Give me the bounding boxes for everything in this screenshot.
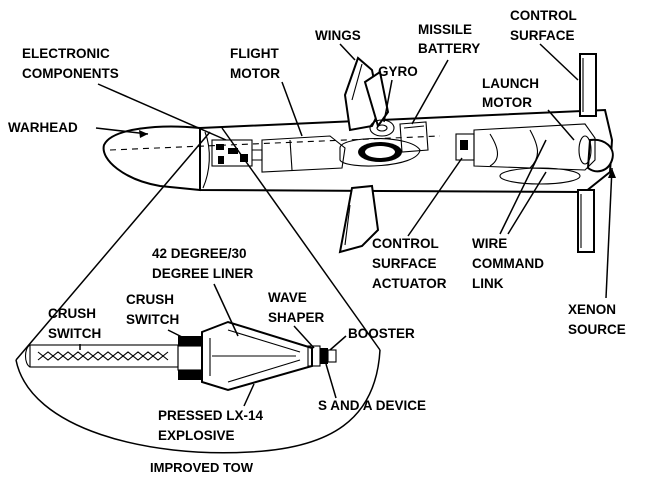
svg-text:FLIGHT: FLIGHT (230, 46, 279, 61)
label-warhead: WARHEAD (8, 120, 149, 138)
label-s-and-a-device: S AND A DEVICE (318, 363, 426, 413)
upper-wings (343, 56, 390, 132)
svg-text:WARHEAD: WARHEAD (8, 120, 78, 135)
warhead-detail (15, 320, 381, 454)
svg-text:BATTERY: BATTERY (418, 41, 480, 56)
label-gyro: GYRO (378, 64, 418, 123)
label-control-surface-actuator: CONTROL SURFACE ACTUATOR (372, 157, 463, 291)
svg-text:BOOSTER: BOOSTER (348, 326, 415, 341)
svg-text:WAVE: WAVE (268, 290, 307, 305)
svg-text:LINK: LINK (472, 276, 504, 291)
central-pod (339, 138, 421, 167)
label-wave-shaper: WAVE SHAPER (268, 290, 325, 349)
svg-text:XENON: XENON (568, 302, 616, 317)
svg-text:MOTOR: MOTOR (482, 95, 532, 110)
svg-text:DEGREE LINER: DEGREE LINER (152, 266, 254, 281)
svg-text:PRESSED LX-14: PRESSED LX-14 (158, 408, 264, 423)
svg-text:42 DEGREE/30: 42 DEGREE/30 (152, 246, 247, 261)
svg-text:GYRO: GYRO (378, 64, 418, 79)
label-control-surface: CONTROL SURFACE (510, 8, 579, 81)
svg-text:CRUSH: CRUSH (48, 306, 96, 321)
flight-motor (261, 135, 346, 173)
label-electronic-components: ELECTRONIC COMPONENTS (22, 46, 227, 141)
svg-text:SURFACE: SURFACE (510, 28, 575, 43)
label-liner: 42 DEGREE/30 DEGREE LINER (152, 246, 254, 337)
caption: IMPROVED TOW (150, 460, 254, 475)
lower-wings (338, 184, 380, 254)
wave-shaper-booster (307, 345, 337, 367)
label-missile-battery: MISSILE BATTERY (411, 22, 480, 125)
label-wings: WINGS (315, 28, 361, 61)
label-wire-command-link: WIRE COMMAND LINK (472, 139, 547, 291)
gyro (369, 119, 395, 137)
svg-text:SWITCH: SWITCH (48, 326, 101, 341)
svg-text:EXPLOSIVE: EXPLOSIVE (158, 428, 235, 443)
crush-switch-blocks (177, 336, 203, 380)
svg-text:MOTOR: MOTOR (230, 66, 280, 81)
label-pressed-explosive: PRESSED LX-14 EXPLOSIVE (158, 383, 264, 443)
launch-motor (473, 123, 596, 185)
label-crush-switch-inner: CRUSH SWITCH (126, 292, 185, 339)
label-flight-motor: FLIGHT MOTOR (230, 46, 303, 137)
control-surfaces (577, 53, 597, 253)
svg-text:SURFACE: SURFACE (372, 256, 437, 271)
label-booster: BOOSTER (329, 326, 415, 351)
svg-text:WINGS: WINGS (315, 28, 361, 43)
svg-text:S AND A DEVICE: S AND A DEVICE (318, 398, 426, 413)
svg-text:COMMAND: COMMAND (472, 256, 544, 271)
label-xenon-source: XENON SOURCE (568, 167, 626, 337)
standoff-probe (24, 344, 179, 368)
svg-text:SWITCH: SWITCH (126, 312, 179, 327)
svg-text:SOURCE: SOURCE (568, 322, 626, 337)
svg-text:CRUSH: CRUSH (126, 292, 174, 307)
svg-text:COMPONENTS: COMPONENTS (22, 66, 119, 81)
svg-text:CONTROL: CONTROL (510, 8, 577, 23)
callout-lines (15, 127, 381, 361)
svg-text:ACTUATOR: ACTUATOR (372, 276, 447, 291)
label-crush-switch-outer: CRUSH SWITCH (48, 306, 101, 350)
warhead-cone (201, 320, 313, 392)
svg-text:WIRE: WIRE (472, 236, 507, 251)
svg-text:SHAPER: SHAPER (268, 310, 325, 325)
svg-text:LAUNCH: LAUNCH (482, 76, 539, 91)
svg-text:CONTROL: CONTROL (372, 236, 439, 251)
svg-text:MISSILE: MISSILE (418, 22, 472, 37)
svg-text:ELECTRONIC: ELECTRONIC (22, 46, 110, 61)
missile-battery (399, 121, 429, 153)
label-launch-motor: LAUNCH MOTOR (482, 76, 575, 141)
missile-body (102, 108, 614, 194)
